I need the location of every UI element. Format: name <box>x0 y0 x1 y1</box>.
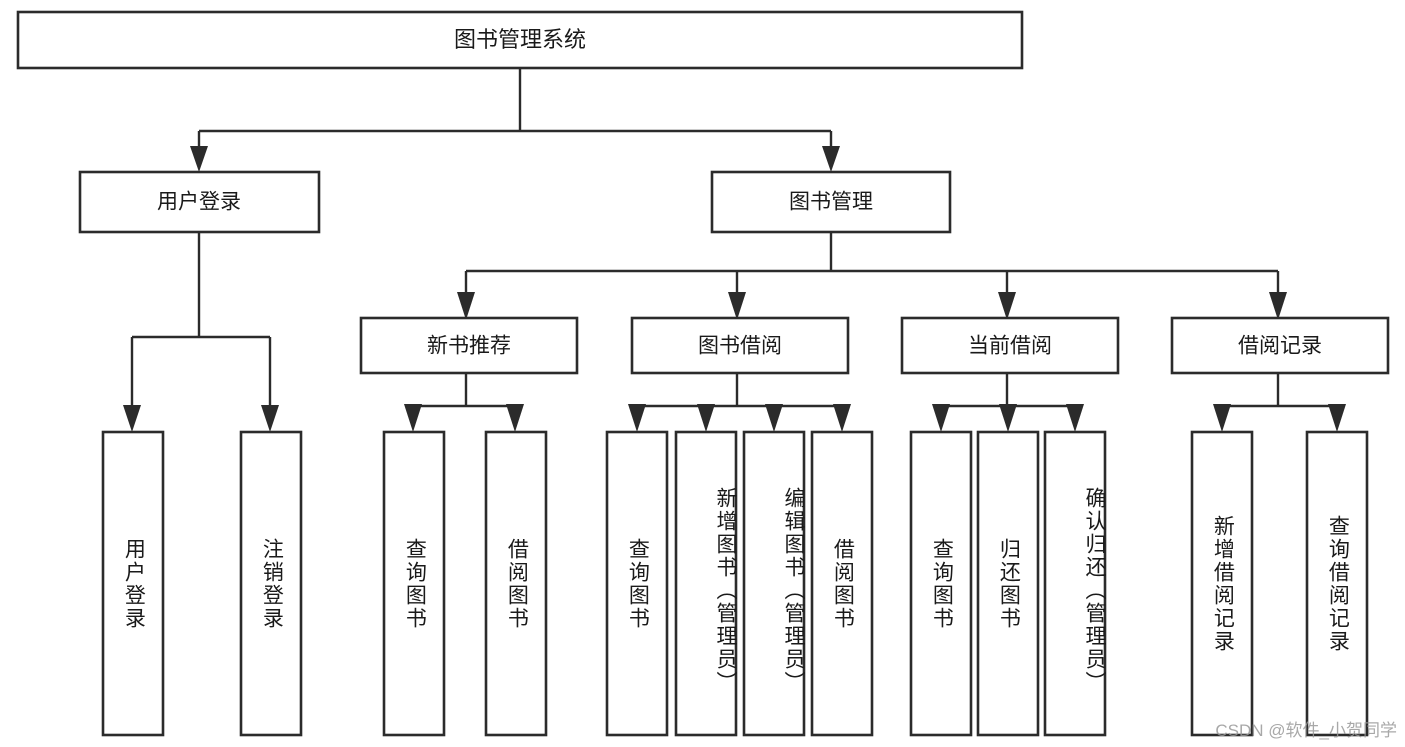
node-box-new-book-recommend[interactable] <box>359 316 579 375</box>
node-label-root: 图书管理系统 <box>454 27 586 52</box>
node-box-leaf-user-logout[interactable] <box>239 430 303 737</box>
arrowhead-leaf-query-record <box>1328 404 1346 432</box>
node-label-user-login: 用户登录 <box>157 191 241 214</box>
node-label-borrow-record: 借阅记录 <box>1238 335 1322 358</box>
arrowhead-leaf-user-login <box>123 405 141 432</box>
node-box-leaf-add-record[interactable] <box>1190 430 1254 737</box>
node-layer: 图书管理系统 用户登录 图书管理 新书推荐 图书借阅 当前借阅 借阅记录 <box>16 10 1390 737</box>
node-box-current-borrow[interactable] <box>900 316 1120 375</box>
arrowhead-leaf-query-book-2 <box>628 404 646 432</box>
arrowhead-leaf-return-book <box>999 404 1017 432</box>
node-box-leaf-user-login[interactable] <box>101 430 165 737</box>
node-label-book-borrow: 图书借阅 <box>698 335 782 358</box>
node-box-leaf-return-book[interactable] <box>976 430 1040 737</box>
node-box-leaf-borrow-book-1[interactable] <box>484 430 548 737</box>
node-box-leaf-confirm-return[interactable] <box>1043 430 1107 737</box>
arrowhead-book-management <box>822 146 840 172</box>
node-box-user-login[interactable] <box>78 170 321 234</box>
node-box-book-borrow[interactable] <box>630 316 850 375</box>
node-box-leaf-query-book-1[interactable] <box>382 430 446 737</box>
node-box-leaf-query-record[interactable] <box>1305 430 1369 737</box>
arrowhead-leaf-confirm-return <box>1066 404 1084 432</box>
arrowhead-leaf-query-book-3 <box>932 404 950 432</box>
arrowhead-current-borrow <box>998 292 1016 320</box>
csdn-watermark: CSDN @软件_小贺同学 <box>1215 721 1397 740</box>
node-box-root[interactable] <box>16 10 1024 70</box>
arrowhead-book-borrow <box>728 292 746 320</box>
arrowhead-user-login <box>190 146 208 172</box>
node-label-current-borrow: 当前借阅 <box>968 335 1052 358</box>
node-label-new-book-recommend: 新书推荐 <box>427 335 511 358</box>
arrowhead-borrow-record <box>1269 292 1287 320</box>
arrowhead-leaf-borrow-book-1 <box>506 404 524 432</box>
arrowhead-leaf-user-logout <box>261 405 279 432</box>
connector-layer <box>123 68 1346 432</box>
node-label-book-management: 图书管理 <box>789 191 873 214</box>
arrowhead-leaf-borrow-book-2 <box>833 404 851 432</box>
node-box-borrow-record[interactable] <box>1170 316 1390 375</box>
arrowhead-new-book-recommend <box>457 292 475 320</box>
node-box-leaf-edit-book[interactable] <box>742 430 806 737</box>
node-box-leaf-add-book[interactable] <box>674 430 738 737</box>
arrowhead-leaf-add-book <box>697 404 715 432</box>
node-box-leaf-query-book-3[interactable] <box>909 430 973 737</box>
arrowhead-leaf-query-book-1 <box>404 404 422 432</box>
node-box-leaf-query-book-2[interactable] <box>605 430 669 737</box>
arrowhead-leaf-edit-book <box>765 404 783 432</box>
node-box-book-management[interactable] <box>710 170 952 234</box>
arrowhead-leaf-add-record <box>1213 404 1231 432</box>
node-box-leaf-borrow-book-2[interactable] <box>810 430 874 737</box>
